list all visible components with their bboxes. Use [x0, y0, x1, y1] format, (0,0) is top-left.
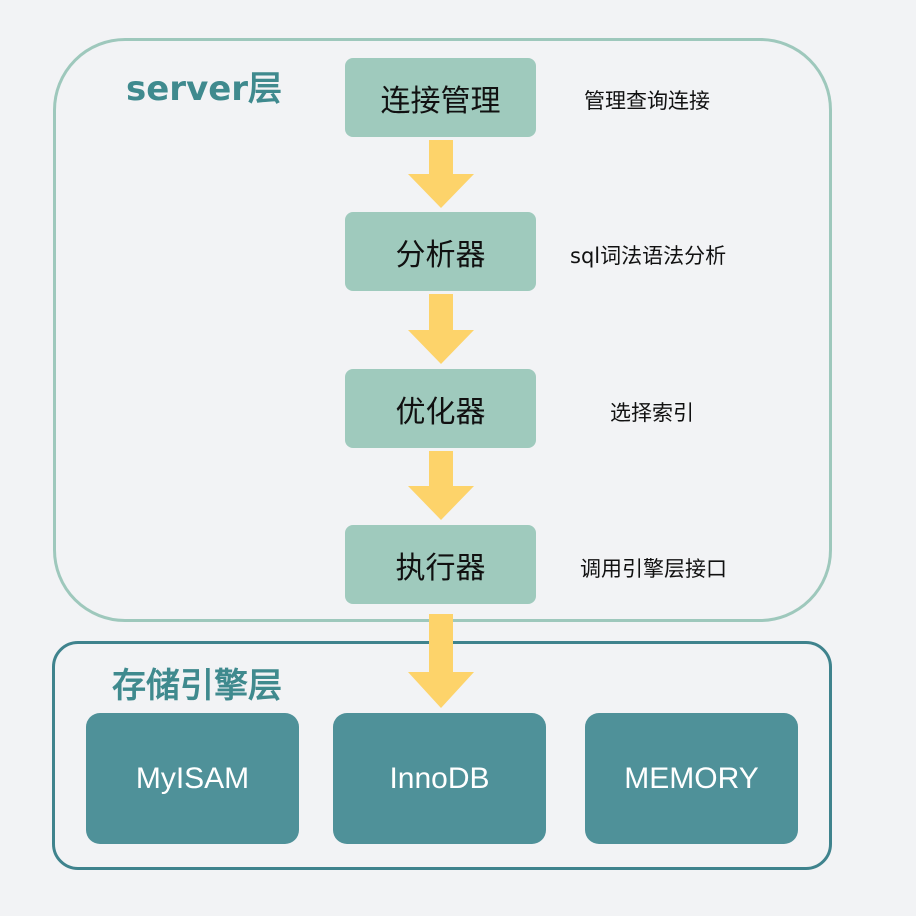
engine-myisam: MyISAM	[86, 713, 299, 844]
down-arrow-icon	[408, 140, 474, 208]
down-arrow-icon	[408, 294, 474, 364]
engine-label: MEMORY	[624, 761, 759, 795]
engine-memory: MEMORY	[585, 713, 798, 844]
stage-analyzer: 分析器	[345, 212, 536, 291]
stage-label: 分析器	[395, 237, 486, 273]
engine-label: InnoDB	[389, 761, 490, 795]
stage-note-connection-management: 管理查询连接	[584, 89, 710, 113]
stage-note-optimizer: 选择索引	[610, 401, 694, 425]
server-layer-title: server层	[126, 69, 283, 109]
engine-label: MyISAM	[135, 761, 250, 795]
stage-optimizer: 优化器	[345, 369, 536, 448]
stage-connection-management: 连接管理	[345, 58, 536, 137]
stage-label: 连接管理	[380, 83, 501, 119]
stage-note-analyzer: sql词法语法分析	[570, 244, 727, 268]
stage-label: 优化器	[395, 394, 486, 430]
down-arrow-icon	[408, 451, 474, 520]
stage-note-executor: 调用引擎层接口	[580, 557, 727, 581]
stage-label: 执行器	[395, 550, 486, 586]
engine-innodb: InnoDB	[333, 713, 546, 844]
down-arrow-icon	[408, 614, 474, 708]
stage-executor: 执行器	[345, 525, 536, 604]
storage-layer-title: 存储引擎层	[112, 666, 282, 706]
